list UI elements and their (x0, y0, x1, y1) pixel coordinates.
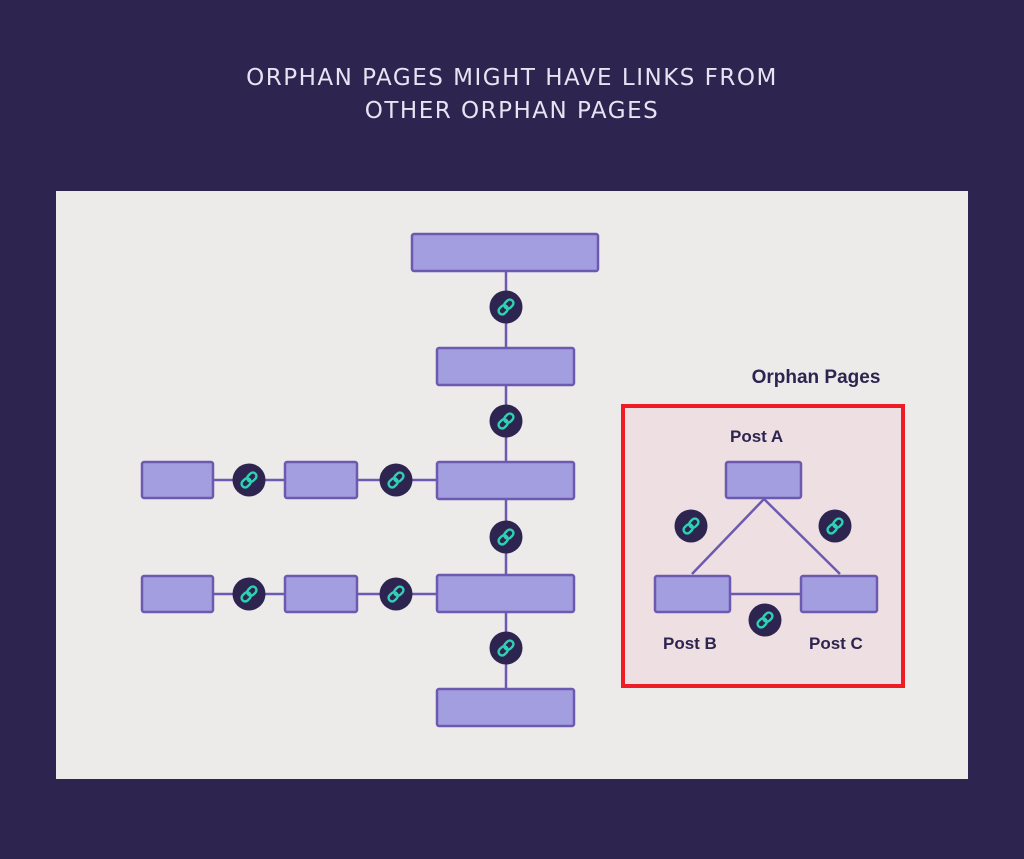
chain-link-icon (488, 289, 524, 325)
orphan-pages-heading: Orphan Pages (751, 367, 881, 388)
title-line-2: OTHER ORPHAN PAGES (364, 98, 660, 124)
orphan-connectors (691, 498, 841, 596)
chain-link-icon (231, 462, 267, 498)
orphan-pages-highlight-box (621, 404, 905, 688)
diagram-panel: Orphan Pages Post A Post B Post C (56, 191, 968, 779)
post-b-label: Post B (663, 634, 717, 653)
post-c-label: Post C (809, 634, 863, 653)
site-structure-diagram (140, 232, 905, 728)
title-line-1: ORPHAN PAGES MIGHT HAVE LINKS FROM (246, 65, 778, 91)
chain-link-icon (747, 602, 783, 638)
post-c-box (799, 574, 879, 614)
chain-link-icon (231, 576, 267, 612)
side-page-box (283, 460, 359, 500)
category-page-box (435, 346, 576, 387)
chain-link-icon (378, 576, 414, 612)
chain-link-icon (488, 519, 524, 555)
diagram-title: ORPHAN PAGES MIGHT HAVE LINKS FROM OTHER… (0, 62, 1024, 128)
side-page-box (140, 574, 215, 614)
subcategory-page-box (435, 460, 576, 501)
subcategory-page-box (435, 573, 576, 614)
post-a-label: Post A (730, 427, 784, 446)
post-b-box (653, 574, 732, 614)
chain-link-icon (673, 508, 709, 544)
side-page-box (283, 574, 359, 614)
leaf-page-box (435, 687, 576, 728)
chain-link-icon (817, 508, 853, 544)
home-page-box (410, 232, 600, 273)
post-a-box (724, 460, 803, 500)
side-page-box (140, 460, 215, 500)
chain-link-icon (488, 630, 524, 666)
chain-link-icon (488, 403, 524, 439)
chain-link-icon (378, 462, 414, 498)
